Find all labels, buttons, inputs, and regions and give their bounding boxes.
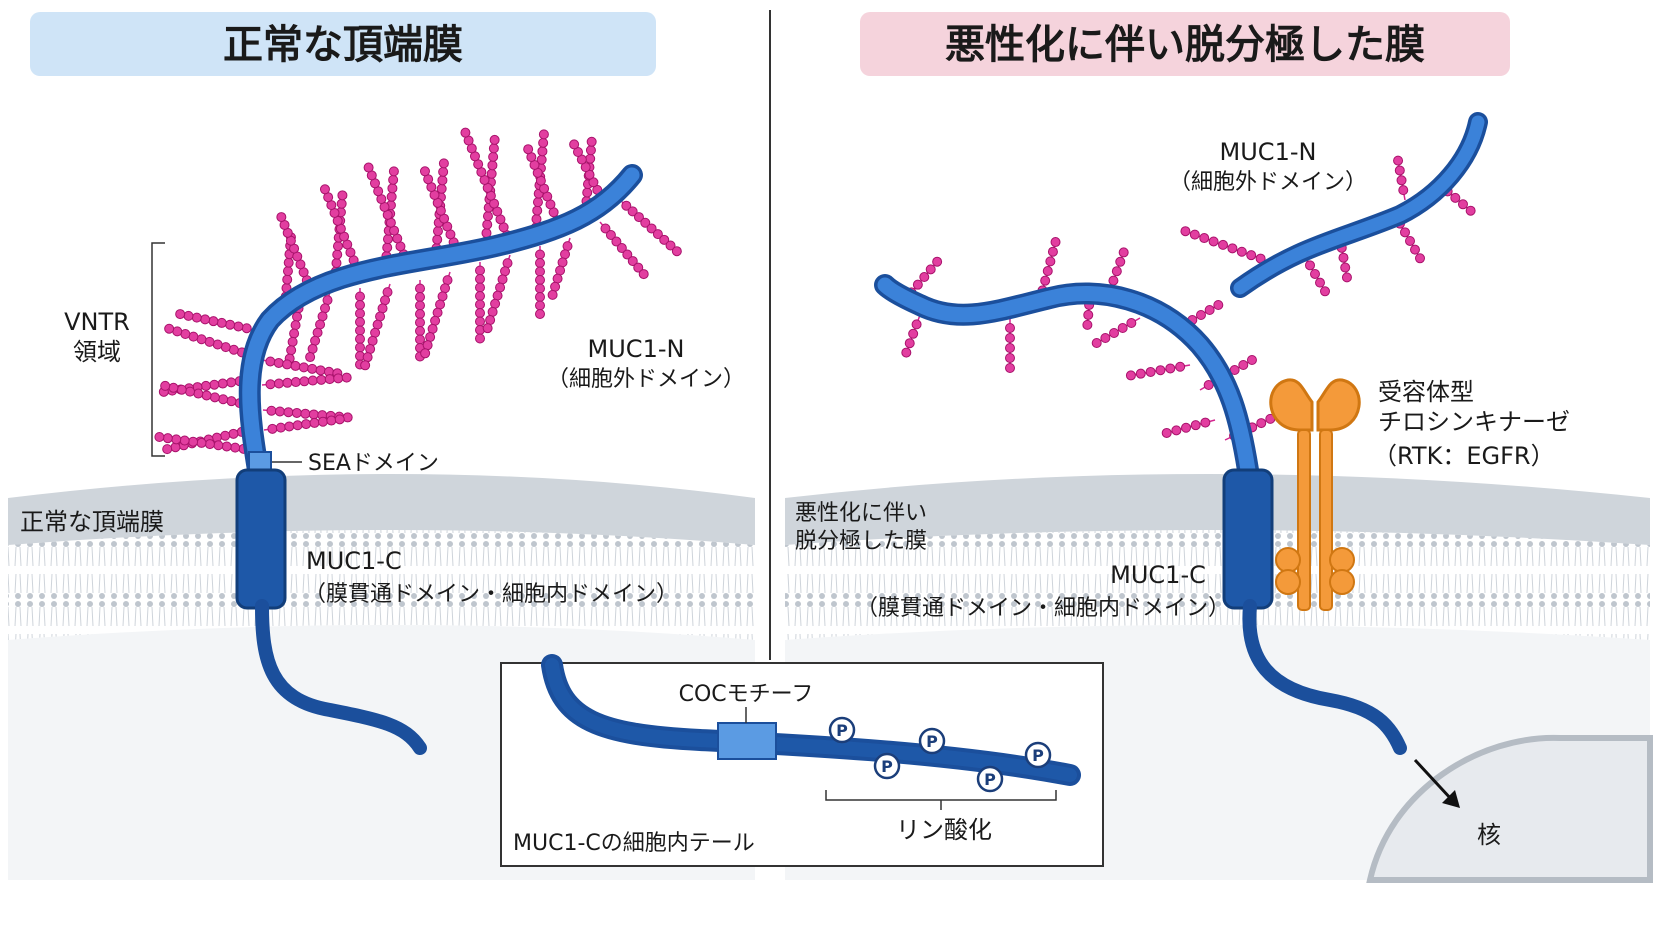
glycan-chain	[1091, 317, 1141, 348]
right-muc1c-tail	[1242, 599, 1407, 755]
vntr-bracket	[151, 242, 165, 457]
left-muc1c-sublabel: （膜貫通ドメイン・細胞内ドメイン）	[304, 582, 678, 607]
phosphate-site: P	[918, 727, 946, 755]
glycan-chain	[1125, 361, 1191, 381]
glycan-chain-down	[535, 246, 545, 319]
inset-caption: MUC1-Cの細胞内テール	[513, 831, 755, 856]
left-title: 正常な頂端膜	[223, 22, 463, 68]
sea-label: SEAドメイン	[308, 451, 439, 476]
nuclear-translocation-arrow	[1413, 758, 1454, 802]
left-muc1c-tail	[255, 599, 427, 755]
glycan-chain-down	[420, 271, 453, 359]
right-membrane-label-1: 悪性化に伴い	[795, 501, 927, 526]
glycan-chain	[1082, 294, 1095, 330]
right-muc1c-label: MUC1-C	[1110, 561, 1206, 589]
rtk-label-2: チロシンキナーゼ	[1378, 408, 1570, 436]
phosphate-site: P	[1024, 741, 1052, 769]
glycan-chain-down	[360, 283, 393, 371]
right-muc1n-sublabel: （細胞外ドメイン）	[1169, 170, 1367, 195]
phosphate-symbol: P	[836, 721, 848, 740]
vntr-label: VNTR	[64, 308, 130, 336]
phospho-bracket	[825, 790, 1057, 810]
glycan-chain	[1108, 247, 1129, 291]
phospho-label: リン酸化	[896, 816, 992, 844]
left-membrane-bilayer	[8, 530, 755, 640]
muc1n-sublabel: （細胞外ドメイン）	[547, 367, 745, 392]
muc1n-label: MUC1-N	[588, 335, 685, 363]
right-muc1c-sublabel: （膜貫通ドメイン・細胞内ドメイン）	[856, 596, 1230, 621]
glycan-chain	[1161, 417, 1216, 438]
glycan-chain-left	[164, 323, 251, 358]
glycan-chain-down	[355, 288, 365, 370]
left-muc1n-backbone-fill	[242, 167, 640, 478]
glycan-chain-left	[175, 309, 256, 334]
arrowhead	[1442, 790, 1460, 808]
glycan-chain-down	[547, 237, 573, 300]
phosphate-site: P	[873, 752, 901, 780]
right-muc1c-tm	[1222, 468, 1274, 610]
glycan-chain-down	[599, 221, 649, 280]
glycan-chain-up	[460, 127, 512, 244]
phosphate-site: P	[976, 765, 1004, 793]
left-title-box	[30, 12, 656, 76]
glycan-chain-right	[261, 372, 352, 390]
right-glycan-chains	[901, 155, 1476, 441]
right-muc1n-backbone-fill	[877, 277, 1256, 478]
shed-muc1n-fragment-fill	[1233, 115, 1485, 295]
nucleus	[1366, 734, 1653, 883]
phosphate-symbol: P	[926, 732, 938, 751]
right-membrane-outer	[785, 474, 1650, 545]
glycan-chain-left	[160, 380, 249, 409]
glycan-chain-down	[619, 199, 682, 257]
right-membrane-bilayer	[785, 530, 1650, 640]
phosphate-symbol: P	[881, 757, 893, 776]
coc-label: COCモチーフ	[679, 682, 814, 707]
phosphate-symbol: P	[984, 770, 996, 789]
glycan-chain	[1393, 155, 1409, 201]
right-title-box	[860, 12, 1510, 76]
inset-panel: COCモチーフ P P P P P リン酸化 MUC1-Cの細胞内テール	[500, 654, 1104, 867]
glycan-chain-right	[263, 414, 345, 434]
nucleus-label: 核	[1477, 821, 1501, 849]
glycan-chain-down	[482, 254, 513, 334]
coc-motif	[717, 722, 777, 760]
vntr-label-2: 領域	[73, 338, 121, 366]
left-muc1c-tm	[235, 468, 287, 610]
glycan-chain-up	[276, 212, 312, 289]
phosphate-site: P	[828, 716, 856, 744]
left-muc1c-label: MUC1-C	[306, 547, 402, 575]
glycan-chain	[1005, 318, 1015, 373]
left-membrane-label: 正常な頂端膜	[20, 508, 164, 536]
phospho-sites: P P P P P	[828, 716, 1052, 793]
right-title: 悪性化に伴い脱分極した膜	[945, 22, 1425, 68]
glycan-chain	[1180, 226, 1271, 264]
glycan-chain-down	[475, 262, 485, 344]
glycan-chain	[901, 314, 922, 358]
rtk-egfr	[1269, 378, 1361, 611]
rtk-label-3: （RTK：EGFR）	[1373, 442, 1555, 470]
right-panel: 核 悪性化に伴い脱分極した膜 MUC1-N （細胞外ドメイン）	[785, 12, 1653, 883]
left-membrane-outer	[8, 474, 755, 545]
phosphate-symbol: P	[1032, 746, 1044, 765]
right-membrane-label-2: 脱分極した膜	[795, 529, 927, 554]
left-glycan-chains	[154, 127, 682, 455]
right-muc1n-label: MUC1-N	[1220, 138, 1317, 166]
rtk-label-1: 受容体型	[1378, 378, 1474, 406]
glycan-chain-down	[305, 291, 333, 363]
